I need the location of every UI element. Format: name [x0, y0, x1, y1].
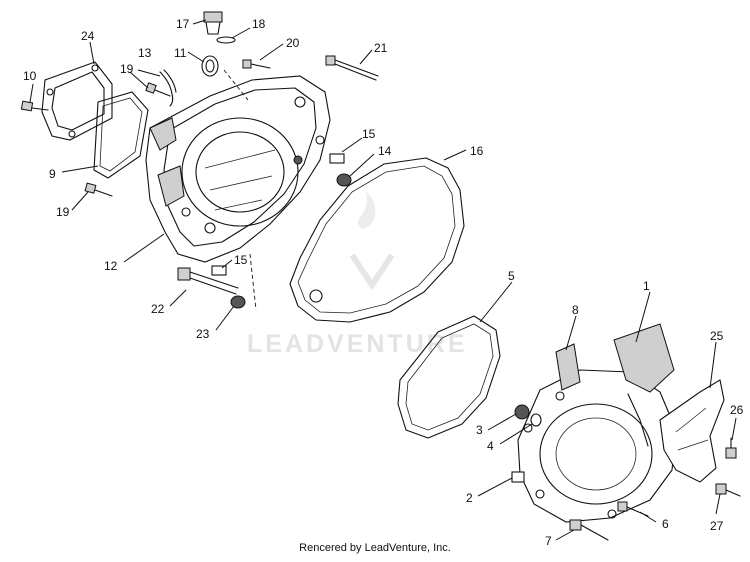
- part-9-gasket: [93, 91, 149, 179]
- part-25-sprocket-guard: [659, 379, 725, 483]
- callout-5: 5: [508, 269, 515, 283]
- part-19-bolt-lower: [84, 182, 113, 197]
- callout-19-lower: 19: [56, 205, 70, 219]
- part-5-gasket: [397, 315, 501, 439]
- callout-16: 16: [470, 144, 484, 158]
- callout-10: 10: [23, 69, 37, 83]
- part-4-o-ring: [530, 413, 542, 427]
- part-24-small-cover: [41, 61, 113, 141]
- part-3-plug: [514, 404, 530, 420]
- part-21-long-bolt: [325, 55, 379, 81]
- callout-26: 26: [730, 403, 744, 417]
- part-23-washer: [230, 295, 246, 309]
- callout-12: 12: [104, 259, 118, 273]
- part-1-generator-cover: [517, 323, 677, 523]
- part-17-oil-cap: [203, 11, 223, 35]
- part-11-seal: [201, 55, 219, 77]
- callout-4: 4: [487, 439, 494, 453]
- callout-22: 22: [151, 302, 165, 316]
- part-18-o-ring: [216, 36, 236, 44]
- part-15-dowel-lower: [211, 265, 227, 276]
- part-10-bolt: [20, 100, 49, 112]
- part-13-clip: [159, 69, 177, 107]
- callout-18: 18: [252, 17, 266, 31]
- part-14-washer: [336, 173, 352, 187]
- part-20-bolt: [242, 59, 271, 69]
- callout-15-lower: 15: [234, 253, 248, 267]
- callout-25: 25: [710, 329, 724, 343]
- leader-lines: [29, 19, 737, 541]
- part-15-dowel-upper: [329, 153, 345, 164]
- callout-13: 13: [138, 46, 152, 60]
- callout-11: 11: [174, 46, 187, 60]
- callout-23: 23: [196, 327, 210, 341]
- callout-3: 3: [476, 423, 483, 437]
- callout-8: 8: [572, 303, 579, 317]
- callout-9: 9: [49, 167, 56, 181]
- part-26-bolt: [725, 437, 737, 459]
- callout-1: 1: [643, 279, 650, 293]
- footer-credit: Rencered by LeadVenture, Inc.: [299, 542, 451, 554]
- part-7-bolt: [569, 519, 609, 541]
- callout-6: 6: [662, 517, 669, 531]
- callouts: 1 2 3 4 5 6 7 8 9 10 11 12 13 14 15 15 1…: [23, 17, 744, 548]
- callout-15-upper: 15: [362, 127, 376, 141]
- callout-14: 14: [378, 144, 392, 158]
- callout-19-upper: 19: [120, 62, 134, 76]
- part-19-bolt-upper: [145, 82, 171, 97]
- callout-17: 17: [176, 17, 190, 31]
- part-27-bolt: [715, 483, 741, 497]
- callout-20: 20: [286, 36, 300, 50]
- watermark-text: LEADVENTURE: [247, 330, 468, 358]
- callout-27: 27: [710, 519, 724, 533]
- part-12-clutch-cover: [145, 69, 331, 311]
- part-2-dowel: [511, 471, 525, 483]
- part-8-pad: [555, 343, 581, 391]
- callout-2: 2: [466, 491, 473, 505]
- part-22-bolt: [177, 267, 239, 295]
- watermark: LEADVENTURE: [247, 191, 468, 358]
- callout-21: 21: [374, 41, 388, 55]
- part-16-gasket: [289, 157, 465, 323]
- callout-7: 7: [545, 534, 552, 548]
- callout-24: 24: [81, 29, 95, 43]
